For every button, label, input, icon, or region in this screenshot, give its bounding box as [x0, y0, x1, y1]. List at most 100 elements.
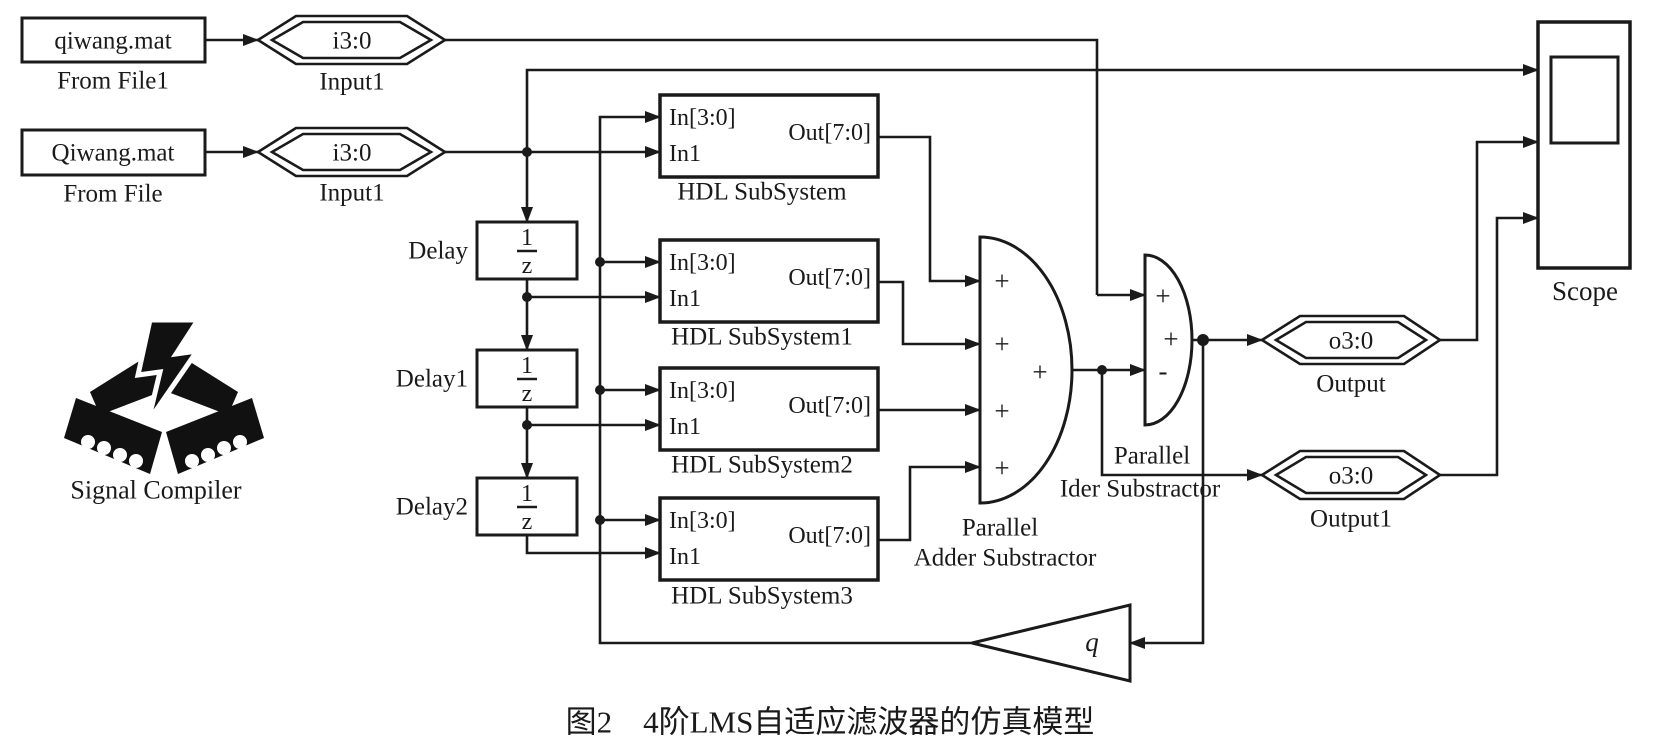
hdl-subsystem-label: HDL SubSystem	[677, 179, 847, 206]
in0-port-label: In[3:0]	[669, 508, 736, 534]
in0-port-label: In[3:0]	[669, 378, 736, 404]
pin-notch	[185, 454, 199, 468]
adder-center-sign: +	[1032, 357, 1047, 387]
figure-caption: 图2 4阶LMS自适应滤波器的仿真模型	[566, 705, 1095, 740]
delay1-block[interactable]: 1 z	[475, 348, 579, 409]
junction-dot	[595, 385, 605, 395]
output-label: Output	[1316, 371, 1386, 398]
wire-adder-output1	[1100, 370, 1263, 481]
pin-notch	[129, 454, 143, 468]
delay1-numerator: 1	[521, 353, 533, 379]
scope-label: Scope	[1552, 276, 1618, 306]
junction-dot	[522, 147, 532, 157]
hdl-subsystem1-box[interactable]	[658, 238, 880, 324]
wires	[205, 34, 1539, 649]
subtractor-plus-sign: +	[1155, 281, 1170, 311]
delay1-box[interactable]	[475, 348, 579, 409]
adder-label-line1: Parallel	[962, 515, 1038, 542]
input1-top-port[interactable]: i3:0	[255, 14, 448, 66]
delay-denominator: z	[522, 253, 533, 279]
wire-sub2-adder	[878, 280, 981, 350]
delay-block[interactable]: 1 z	[475, 220, 579, 281]
delay-numerator: 1	[521, 225, 533, 251]
output1-value: o3:0	[1329, 463, 1373, 490]
wire-delay2-in1	[525, 535, 661, 559]
input1-bottom-port[interactable]: i3:0	[255, 126, 448, 178]
output-port[interactable]: o3:0	[1259, 314, 1443, 366]
adder-label-line2: Adder Substractor	[914, 545, 1097, 572]
wire-sub4-adder	[878, 461, 981, 542]
signal-compiler-label: Signal Compiler	[70, 476, 242, 505]
adder-plus-sign: +	[994, 266, 1009, 296]
hdl-subsystem2-box[interactable]	[658, 366, 880, 452]
pin-notch	[217, 441, 231, 455]
subtractor-plus-sign: +	[1163, 324, 1178, 354]
hdl-subsystem3-box[interactable]	[658, 496, 880, 582]
from-file1-value: qiwang.mat	[54, 28, 171, 55]
out-port-label: Out[7:0]	[788, 523, 871, 549]
out-port-label: Out[7:0]	[788, 120, 871, 146]
adder-plus-sign: +	[994, 453, 1009, 483]
subtractor-label-line1: Parallel	[1114, 443, 1190, 470]
delay-label: Delay	[408, 238, 468, 265]
adder-plus-sign: +	[994, 329, 1009, 359]
in0-port-label: In[3:0]	[669, 105, 736, 131]
wire-output1-scope	[1440, 212, 1539, 477]
scope-block[interactable]	[1536, 20, 1632, 270]
junction-dot	[1097, 365, 1107, 375]
delay2-label: Delay2	[396, 494, 468, 521]
scope-screen	[1549, 55, 1620, 145]
in1-port-label: In1	[669, 141, 701, 167]
junction-dot	[1197, 334, 1209, 346]
hdl-subsystem2-label: HDL SubSystem2	[671, 452, 853, 479]
pin-notch	[233, 435, 247, 449]
gain-value: q	[1085, 627, 1099, 657]
parallel-adder-substractor-block[interactable]: + + + + +	[978, 235, 1074, 505]
wire-q-feedback	[598, 111, 972, 645]
delay2-denominator: z	[522, 509, 533, 535]
in1-port-label: In1	[669, 414, 701, 440]
signal-compiler-block[interactable]	[64, 317, 264, 474]
from-file-value: Qiwang.mat	[52, 140, 175, 167]
junction-dot	[595, 515, 605, 525]
output-value: o3:0	[1329, 328, 1373, 355]
delay2-block[interactable]: 1 z	[475, 476, 579, 537]
parallel-ider-substractor-block[interactable]: + + -	[1143, 253, 1194, 427]
from-file1-block[interactable]	[20, 16, 207, 64]
input1-top-hexagon-inner	[269, 20, 434, 60]
subtractor-shape[interactable]	[1143, 253, 1194, 427]
in1-port-label: In1	[669, 286, 701, 312]
gain-triangle[interactable]	[971, 603, 1132, 683]
in1-port-label: In1	[669, 544, 701, 570]
hdl-subsystem-box[interactable]	[658, 93, 880, 179]
delay2-numerator: 1	[521, 481, 533, 507]
input1-top-label: Input1	[319, 69, 384, 96]
lightning-bolt-icon	[134, 317, 203, 424]
delay1-denominator: z	[522, 381, 533, 407]
wire-sub1-adder	[878, 135, 981, 287]
out-port-label: Out[7:0]	[788, 393, 871, 419]
wire-output-scope	[1440, 136, 1539, 342]
hdl-subsystem3-block[interactable]: In[3:0] In1 Out[7:0]	[658, 496, 880, 582]
adder-plus-sign: +	[994, 396, 1009, 426]
pin-notch	[81, 435, 95, 449]
pin-notch	[201, 448, 215, 462]
input1-bottom-label: Input1	[319, 180, 384, 207]
adder-shape[interactable]	[978, 235, 1074, 505]
hdl-subsystem-block[interactable]: In[3:0] In1 Out[7:0]	[658, 93, 880, 179]
from-file-label: From File	[63, 181, 162, 208]
output1-port[interactable]: o3:0	[1259, 449, 1443, 501]
from-file-block[interactable]	[20, 128, 207, 177]
hdl-subsystem1-block[interactable]: In[3:0] In1 Out[7:0]	[658, 238, 880, 324]
gain-q-block[interactable]: q	[971, 603, 1132, 683]
wire-error-to-q	[1129, 340, 1205, 649]
delay-box[interactable]	[475, 220, 579, 281]
hdl-subsystem3-label: HDL SubSystem3	[671, 583, 853, 610]
wire-input1top-run	[445, 38, 1099, 295]
input1-bottom-hexagon-inner	[269, 132, 434, 172]
hdl-subsystem2-block[interactable]: In[3:0] In1 Out[7:0]	[658, 366, 880, 452]
subtractor-label-line2: Ider Substractor	[1060, 476, 1221, 503]
output-hexagon-inner	[1273, 320, 1429, 360]
